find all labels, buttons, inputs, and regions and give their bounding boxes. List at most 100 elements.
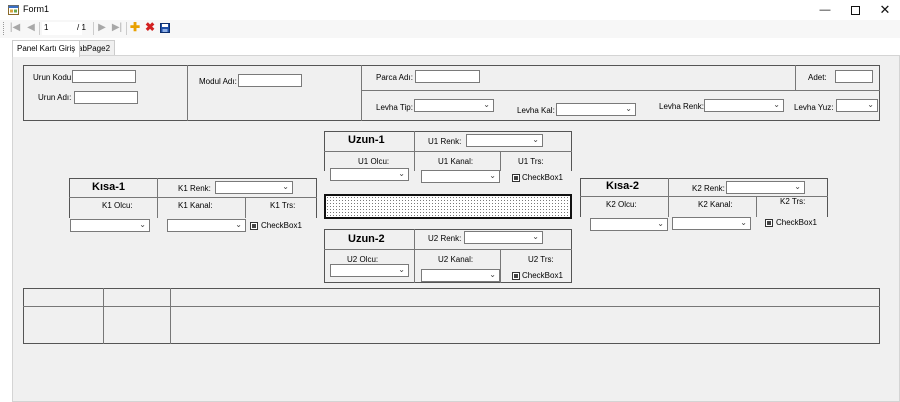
toolbar-separator	[39, 22, 40, 35]
minimize-button[interactable]: —	[810, 0, 840, 20]
grid-row-divider	[23, 306, 880, 307]
k1-kanal-combo[interactable]: ⌄	[167, 219, 246, 232]
panel-divider	[324, 249, 572, 250]
binding-navigator	[0, 20, 900, 38]
uzun1-title: Uzun-1	[348, 134, 385, 146]
maximize-icon	[850, 5, 860, 15]
u1-olcu-combo[interactable]: ⌄	[330, 168, 409, 181]
panel-divider	[756, 196, 757, 217]
u2-kanal-combo[interactable]: ⌄	[421, 269, 500, 282]
k2-renk-combo[interactable]: ⌄	[726, 181, 805, 194]
u1-kanal-combo[interactable]: ⌄	[421, 170, 500, 183]
modul-adi-input[interactable]	[238, 74, 302, 87]
u2-olcu-combo[interactable]: ⌄	[330, 264, 409, 277]
grid-column-divider	[103, 288, 104, 344]
delete-icon[interactable]: ✖	[144, 20, 156, 34]
k2-kanal-combo[interactable]: ⌄	[672, 217, 751, 230]
urun-kodu-label: Urun Kodu:	[33, 73, 74, 82]
tab-page	[12, 55, 900, 402]
k2-trs-label: K2 Trs:	[780, 197, 806, 206]
panel-preview	[324, 194, 572, 219]
k1-trs-label: K1 Trs:	[270, 201, 296, 210]
chevron-down-icon: ⌄	[483, 100, 490, 109]
parca-adi-input[interactable]	[415, 70, 480, 83]
kisa2-title: Kısa-2	[606, 180, 640, 192]
u1-checkbox-label: CheckBox1	[522, 173, 563, 182]
levha-tip-label: Levha Tip:	[376, 103, 413, 112]
panel-divider	[157, 178, 158, 218]
move-last-icon[interactable]: ▶|	[111, 22, 123, 33]
chevron-down-icon: ⌄	[282, 182, 289, 191]
u1-olcu-label: U1 Olcu:	[358, 157, 390, 166]
tab-panel-karti-giris[interactable]: Panel Kartı Giriş	[12, 40, 81, 57]
u1-checkbox[interactable]	[512, 174, 520, 182]
chevron-down-icon: ⌄	[489, 270, 496, 279]
move-first-icon[interactable]: |◀	[9, 22, 21, 33]
window-title: Form1	[23, 4, 50, 14]
levha-kal-label: Levha Kal:	[517, 106, 555, 115]
urun-kodu-input[interactable]	[72, 70, 136, 83]
move-next-icon[interactable]: ▶	[98, 22, 106, 33]
levha-renk-combo[interactable]: ⌄	[704, 99, 784, 112]
position-input[interactable]: 1	[42, 22, 82, 35]
panel-divider	[187, 65, 188, 121]
panel-divider	[795, 65, 796, 90]
levha-kal-combo[interactable]: ⌄	[556, 103, 636, 116]
chevron-down-icon: ⌄	[740, 218, 747, 227]
panel-divider	[245, 197, 246, 218]
adet-label: Adet:	[808, 73, 827, 82]
grid-column-divider	[170, 288, 171, 344]
modul-adi-label: Modul Adı:	[199, 77, 237, 86]
panel-divider	[500, 249, 501, 283]
u1-renk-combo[interactable]: ⌄	[466, 134, 543, 147]
urun-adi-input[interactable]	[74, 91, 138, 104]
toolbar-separator	[126, 22, 127, 35]
panel-divider	[69, 197, 317, 198]
chevron-down-icon: ⌄	[139, 220, 146, 229]
toolbar-grip	[3, 22, 6, 35]
chevron-down-icon: ⌄	[532, 232, 539, 241]
parca-adi-label: Parca Adı:	[376, 73, 413, 82]
kisa1-title: Kısa-1	[92, 181, 126, 193]
k1-checkbox-label: CheckBox1	[261, 221, 302, 230]
chevron-down-icon: ⌄	[867, 100, 874, 109]
u2-checkbox-label: CheckBox1	[522, 271, 563, 280]
levha-renk-label: Levha Renk:	[659, 102, 704, 111]
u2-renk-combo[interactable]: ⌄	[464, 231, 543, 244]
close-button[interactable]: ✕	[870, 0, 900, 20]
form-icon	[8, 5, 19, 15]
count-label: / 1	[77, 23, 86, 32]
chevron-down-icon: ⌄	[398, 265, 405, 274]
u1-renk-label: U1 Renk:	[428, 137, 462, 146]
k1-renk-combo[interactable]: ⌄	[215, 181, 293, 194]
product-info-panel	[23, 65, 880, 121]
panel-divider	[361, 90, 880, 91]
bottom-grid[interactable]	[23, 288, 880, 344]
adet-input[interactable]	[835, 70, 873, 83]
k1-olcu-combo[interactable]: ⌄	[70, 219, 150, 232]
panel-divider	[361, 65, 362, 121]
maximize-button[interactable]	[840, 0, 870, 20]
u2-checkbox[interactable]	[512, 272, 520, 280]
move-previous-icon[interactable]: ◀	[27, 22, 35, 33]
k2-kanal-label: K2 Kanal:	[698, 200, 733, 209]
panel-divider	[500, 151, 501, 171]
levha-tip-combo[interactable]: ⌄	[414, 99, 494, 112]
chevron-down-icon: ⌄	[625, 104, 632, 113]
k2-olcu-combo[interactable]: ⌄	[590, 218, 668, 231]
levha-yuz-combo[interactable]: ⌄	[836, 99, 878, 112]
u1-trs-label: U1 Trs:	[518, 157, 544, 166]
k2-checkbox[interactable]	[765, 219, 773, 227]
chevron-down-icon: ⌄	[532, 135, 539, 144]
toolbar-separator	[93, 22, 94, 35]
save-icon[interactable]	[160, 23, 170, 33]
minimize-icon: —	[819, 4, 831, 16]
k1-kanal-label: K1 Kanal:	[178, 201, 213, 210]
k1-checkbox[interactable]	[250, 222, 258, 230]
add-new-icon[interactable]: ✚	[129, 20, 141, 34]
panel-divider	[580, 196, 828, 197]
u1-kanal-label: U1 Kanal:	[438, 157, 474, 166]
u2-kanal-label: U2 Kanal:	[438, 255, 474, 264]
k1-olcu-label: K1 Olcu:	[102, 201, 133, 210]
u2-renk-label: U2 Renk:	[428, 234, 462, 243]
